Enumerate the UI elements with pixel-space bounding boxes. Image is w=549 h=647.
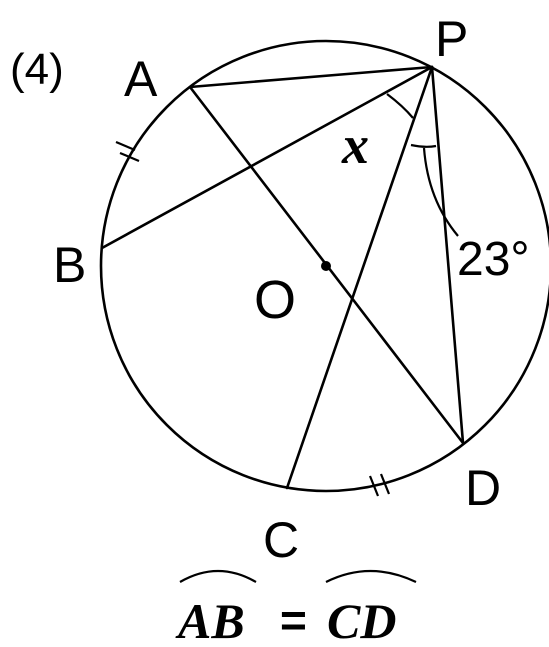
label-o: O — [254, 270, 296, 330]
equation-left: AB — [175, 593, 245, 647]
angle-label-23: 23° — [457, 233, 530, 286]
arc-symbol-cd — [325, 569, 417, 583]
chord-pd — [430, 65, 465, 445]
center-point — [321, 261, 331, 271]
chord-pc — [285, 65, 434, 490]
label-b: B — [53, 237, 86, 293]
label-p: P — [435, 11, 468, 67]
label-a: A — [124, 51, 158, 107]
chord-pa — [188, 65, 434, 89]
tick-mark-cd — [368, 473, 391, 497]
circle — [99, 39, 549, 493]
label-c: C — [263, 512, 299, 568]
equation-right: CD — [327, 593, 396, 647]
chord-pb — [100, 65, 434, 250]
problem-number: (4) — [10, 45, 64, 94]
label-d: D — [465, 460, 501, 516]
equation-sign: = — [280, 594, 307, 646]
angle-arc-23-outer — [422, 147, 459, 237]
angle-label-x: x — [341, 115, 369, 175]
angle-arc-x — [386, 93, 414, 119]
arc-symbol-ab — [179, 569, 257, 583]
tick-mark-ab — [115, 140, 140, 163]
angle-arc-23 — [410, 143, 437, 148]
